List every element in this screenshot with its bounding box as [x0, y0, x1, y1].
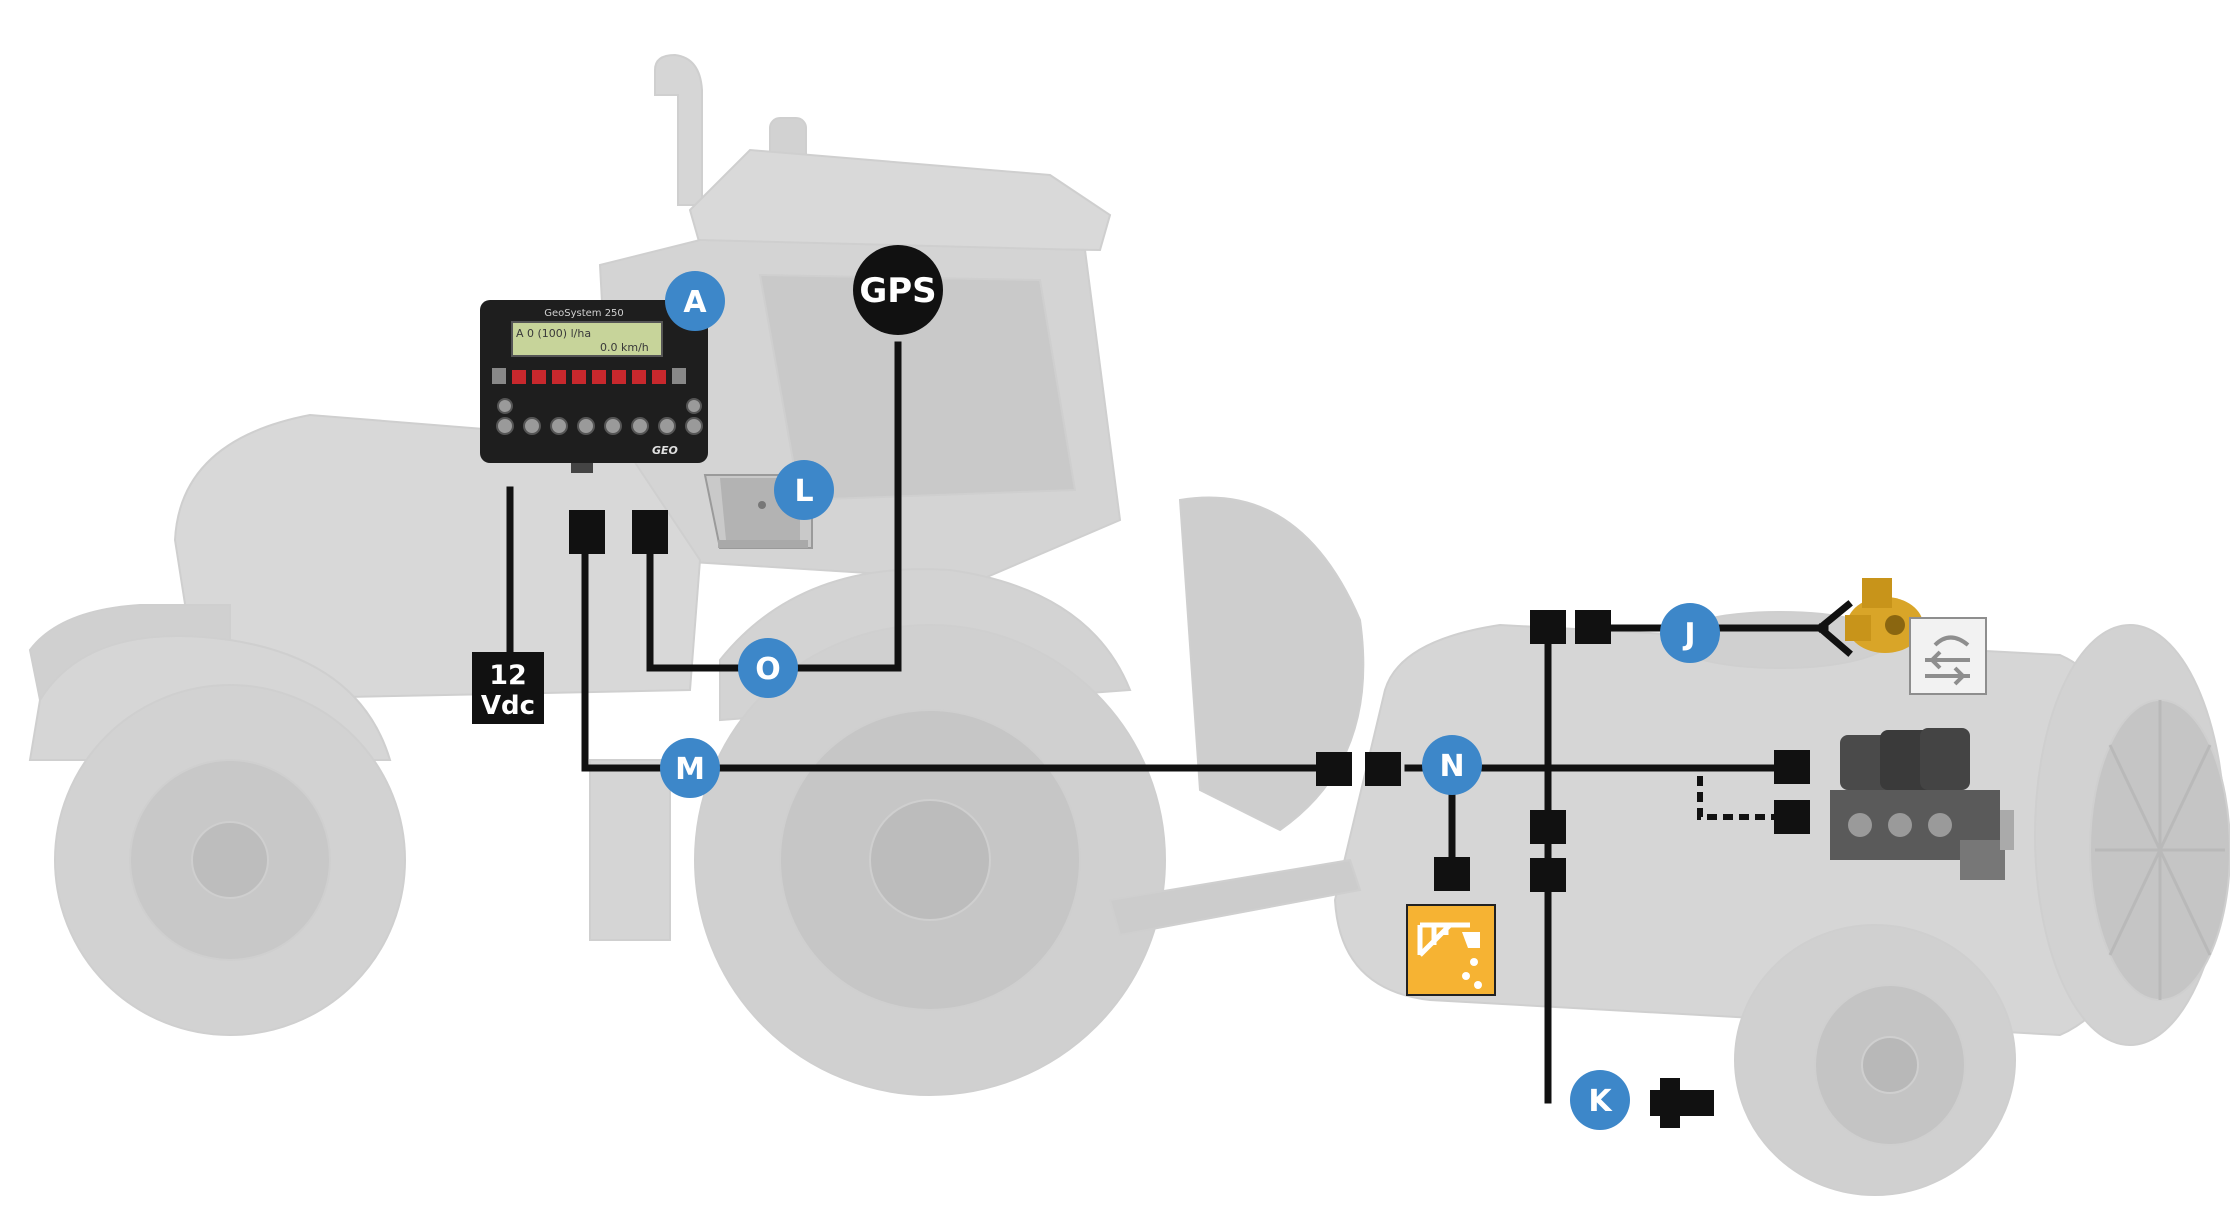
pump-icon — [1845, 578, 1923, 653]
console-section-switches — [496, 398, 703, 435]
control-unit-box-icon — [703, 474, 813, 549]
trunk-connector-top-right — [1575, 610, 1611, 644]
console-lcd — [511, 321, 663, 357]
connectors — [569, 510, 1810, 892]
main-cable — [581, 546, 1322, 772]
section-valve-link — [1697, 776, 1780, 820]
svg-text:A: A — [683, 285, 707, 320]
badge-k: K — [1570, 1070, 1630, 1130]
control-valve-icon — [1830, 728, 2014, 880]
boom-connector — [1434, 857, 1470, 891]
console-keypad — [492, 368, 686, 384]
badge-j: J — [1660, 603, 1720, 663]
svg-text:K: K — [1588, 1084, 1613, 1119]
badge-a: A — [665, 271, 725, 331]
sprayer-trailer-illustration — [1108, 611, 2230, 1196]
console-brand-logo: GEO — [652, 444, 678, 457]
console-model-text: GeoSystem 250 — [544, 308, 624, 319]
gps-receiver-icon: GPS — [853, 245, 943, 335]
trunk-connector-mid-1 — [1530, 810, 1566, 844]
console-connector-1 — [569, 510, 605, 554]
console-display-line2: 0.0 km/h — [600, 341, 649, 354]
boom-sprayer-icon — [1406, 904, 1496, 996]
valve-connector-1 — [1774, 750, 1810, 784]
svg-text:M: M — [675, 752, 705, 787]
badge-l: L — [774, 460, 834, 520]
power-supply-label: 12 Vdc — [472, 652, 544, 724]
svg-text:L: L — [794, 474, 813, 509]
badge-n: N — [1422, 735, 1482, 795]
badge-o: O — [738, 638, 798, 698]
badge-m: M — [660, 738, 720, 798]
valve-connector-2 — [1774, 800, 1810, 834]
power-unit-text: Vdc — [481, 691, 535, 721]
bus-connector-2 — [1365, 752, 1401, 786]
console-connector-2 — [632, 510, 668, 554]
gps-label: GPS — [859, 271, 936, 311]
trunk-connector-mid-2 — [1530, 858, 1566, 892]
tractor-illustration — [28, 53, 1365, 1096]
speed-sensor-icon — [1650, 1078, 1714, 1128]
power-voltage-text: 12 — [489, 660, 527, 691]
svg-text:O: O — [755, 652, 781, 687]
svg-text:J: J — [1682, 617, 1695, 652]
control-console: GeoSystem 250 A 0 (100) l/ha 0.0 km/h — [480, 300, 708, 473]
flow-meter-icon — [1909, 617, 1987, 695]
svg-text:N: N — [1439, 749, 1464, 784]
trunk-connector-top-left — [1530, 610, 1566, 644]
console-display-line1: A 0 (100) l/ha — [516, 327, 591, 340]
bus-connector-1 — [1316, 752, 1352, 786]
